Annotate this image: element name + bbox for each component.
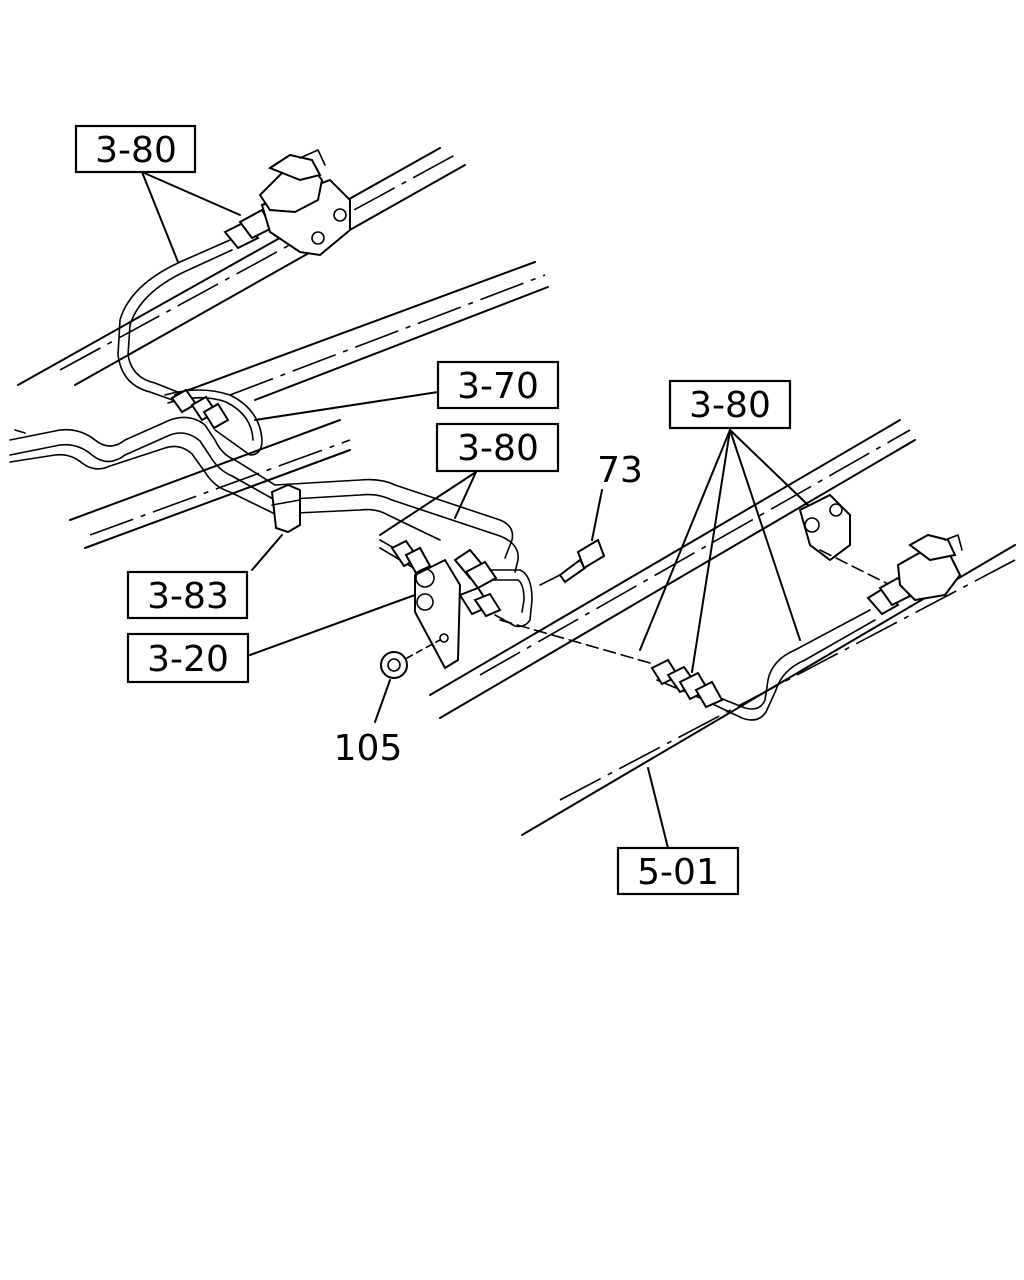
callout-3-80-right-label: 3-80 [689,385,771,426]
callout-3-83-label: 3-83 [147,576,229,617]
callout-3-70: 3-70 [436,360,560,410]
part-number-105: 105 [334,728,403,769]
part-number-73: 73 [597,450,643,491]
callout-3-20-label: 3-20 [147,639,229,680]
hose-loop [164,388,263,456]
callout-3-83: 3-83 [126,570,249,620]
left-frame-rail [17,147,549,549]
callout-5-01: 5-01 [616,846,740,896]
callout-3-80-top-label: 3-80 [95,130,177,171]
three-way-connector [379,539,533,670]
nut-part [380,639,441,679]
callout-3-20: 3-20 [126,632,250,684]
callout-3-80-right: 3-80 [668,379,792,430]
top-left-brake-chamber [117,149,351,403]
callout-3-70-label: 3-70 [457,366,539,407]
callout-5-01-label: 5-01 [637,852,719,893]
bolt-part [539,538,606,586]
leader-lines [141,171,809,849]
callout-3-80-mid-label: 3-80 [457,428,539,469]
callout-3-80-mid: 3-80 [435,422,560,473]
pipe-clip [270,483,301,534]
main-brake-pipes [9,416,519,573]
right-brake-pipe [499,609,876,721]
right-brake-chamber [798,493,963,616]
callout-3-80-top: 3-80 [74,124,197,174]
